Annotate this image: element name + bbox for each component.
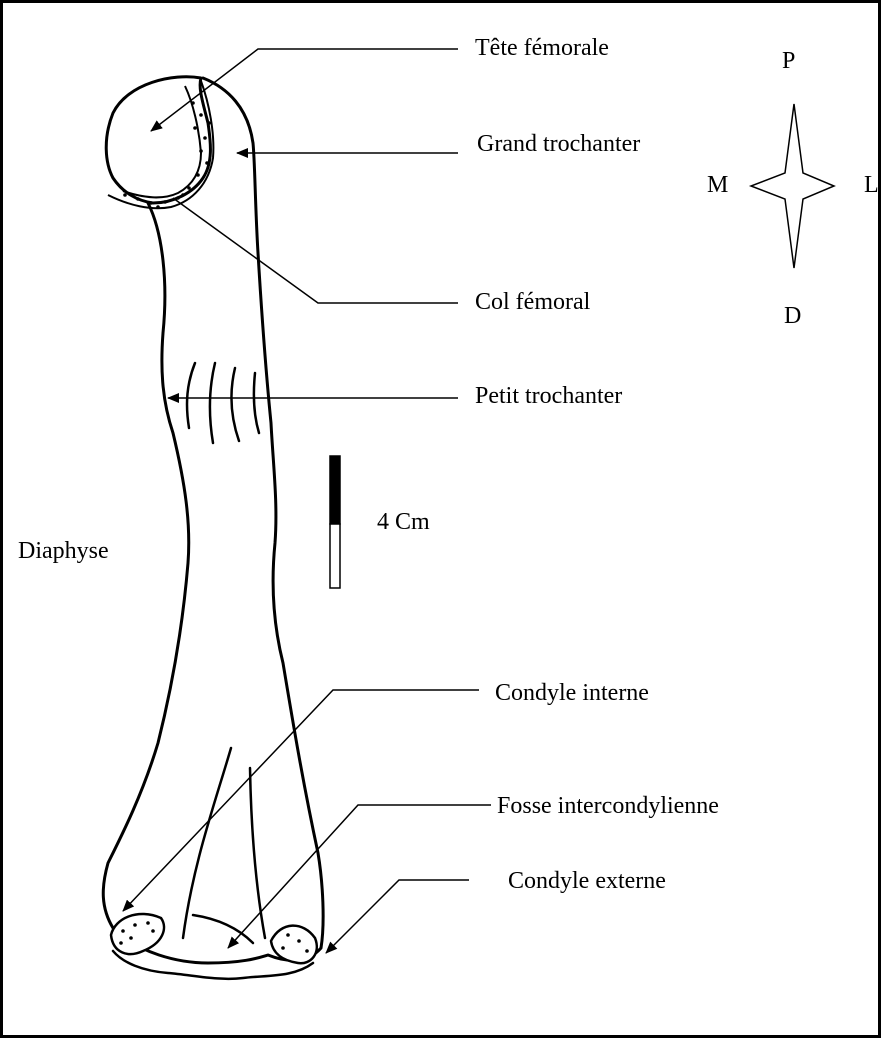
scale-bar-white	[330, 524, 340, 588]
label-greater-trochanter: Grand trochanter	[477, 131, 640, 157]
femur-outline	[103, 78, 323, 963]
femoral-head-shape	[106, 77, 210, 203]
scale-bar-label: 4 Cm	[377, 509, 430, 535]
label-lesser-trochanter: Petit trochanter	[475, 383, 622, 409]
label-femoral-neck: Col fémoral	[475, 289, 591, 315]
scale-bar: 4 Cm	[330, 456, 430, 588]
femur-drawing	[103, 77, 323, 979]
femur-diagram: Tête fémorale Grand trochanter Col fémor…	[3, 3, 878, 1035]
label-lateral-condyle: Condyle externe	[508, 868, 666, 894]
compass-proximal: P	[782, 48, 795, 74]
label-diaphysis: Diaphyse	[18, 538, 109, 564]
compass-medial: M	[707, 172, 728, 198]
label-medial-condyle: Condyle interne	[495, 680, 649, 706]
compass-lateral: L	[864, 172, 878, 198]
label-femoral-head: Tête fémorale	[475, 35, 609, 61]
compass-star	[751, 104, 834, 268]
scale-bar-black	[330, 456, 340, 524]
compass-rose: P D M L	[707, 48, 878, 329]
compass-distal: D	[784, 303, 801, 329]
label-intercondylar-fossa: Fosse intercondylienne	[497, 793, 719, 819]
leader-lateral-condyle	[326, 880, 469, 953]
